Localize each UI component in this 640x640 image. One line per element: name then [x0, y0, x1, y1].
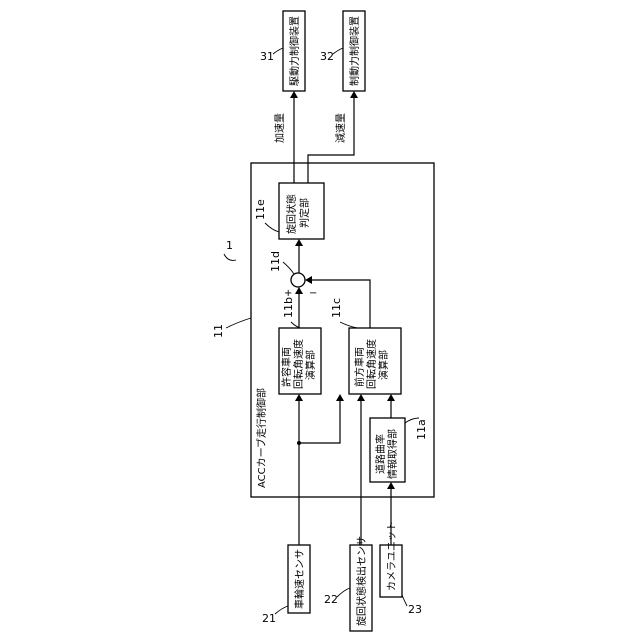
road-curvature-ref: 11a [415, 419, 428, 440]
wire-junction-dot [297, 441, 301, 445]
system-ref-leader [224, 254, 236, 260]
subtractor-plus-sign: + [284, 288, 292, 299]
decel-signal-label: 減速量 [334, 113, 347, 143]
svg-text:道路曲率: 道路曲率 [374, 434, 387, 474]
brake-force-controller-ref: 32 [320, 50, 334, 63]
drive-force-controller-label: 駆動力制御装置 [288, 16, 301, 86]
road-curvature-block-text: 道路曲率 情報取得部 [374, 429, 399, 479]
system-ref-label: 1 [226, 239, 233, 252]
turning-state-ref: 11e [254, 199, 267, 220]
camera-unit-label: カメラユニット [386, 521, 398, 591]
svg-text:判定部: 判定部 [298, 198, 311, 228]
svg-text:許容車両: 許容車両 [280, 347, 293, 387]
wheel-speed-sensor-label: 車輪速センサ [293, 549, 306, 609]
svg-text:回転角速度: 回転角速度 [292, 339, 305, 389]
camera-unit-leader [402, 595, 407, 606]
drive-force-controller-leader [273, 48, 283, 54]
svg-text:演算部: 演算部 [377, 350, 390, 380]
svg-text:回転角速度: 回転角速度 [365, 339, 378, 389]
accel-signal-label: 加速量 [274, 113, 286, 143]
arrow-into-drive [290, 91, 298, 98]
svg-text:旋回状態: 旋回状態 [285, 194, 298, 234]
subtractor-circle [291, 273, 305, 287]
allowable-yaw-ref: 11b [282, 297, 295, 318]
controller-ref-leader [226, 318, 251, 328]
wheel-speed-sensor-ref: 21 [262, 612, 276, 625]
brake-force-controller-leader [333, 48, 343, 54]
controller-title: ACCカーブ走行制御部 [255, 388, 268, 488]
camera-unit-ref: 23 [408, 603, 422, 616]
wheel-speed-sensor-leader [275, 606, 288, 614]
controller-ref-label: 11 [212, 324, 225, 338]
svg-text:前方車両: 前方車両 [353, 347, 366, 387]
arrow-into-brake [350, 91, 358, 98]
subtractor-minus-sign: − [309, 288, 317, 299]
brake-force-controller-label: 制動力制御装置 [348, 16, 361, 86]
svg-text:演算部: 演算部 [304, 350, 317, 380]
turn-state-sensor-ref: 22 [324, 593, 338, 606]
drive-force-controller-ref: 31 [260, 50, 274, 63]
subtractor-ref: 11d [269, 251, 282, 272]
svg-text:情報取得部: 情報取得部 [386, 429, 399, 479]
turn-state-sensor-leader [337, 588, 350, 597]
turn-state-sensor-label: 旋回状態検出センサ [355, 536, 368, 626]
forward-yaw-ref: 11c [330, 298, 343, 318]
